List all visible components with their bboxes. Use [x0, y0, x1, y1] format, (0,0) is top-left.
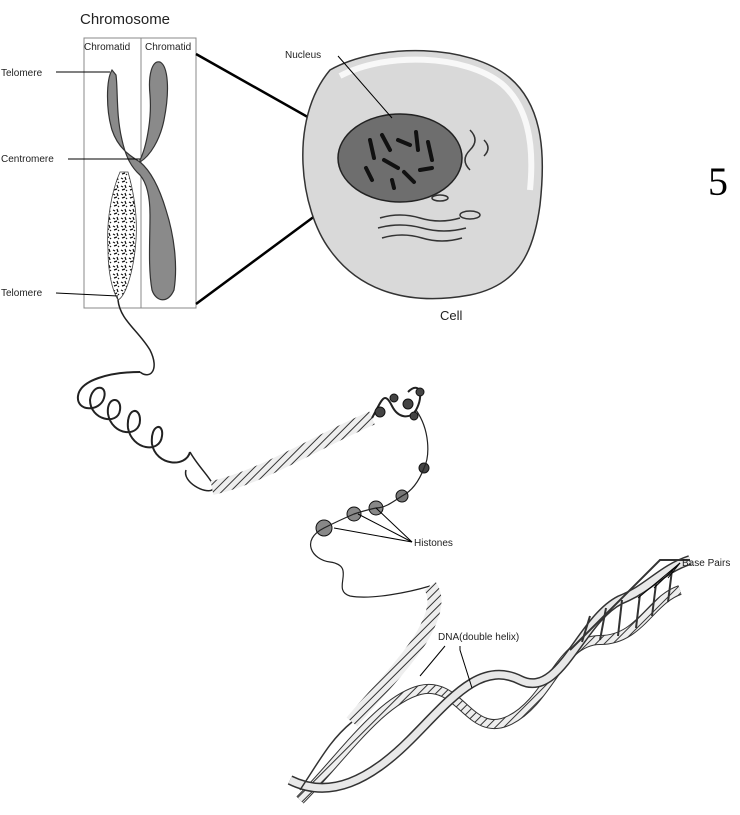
chromosome-panel: Chromosome Chromatid Chromatid Telomere …	[1, 11, 196, 308]
dna-leader-left	[420, 646, 445, 676]
cell-label: Cell	[440, 308, 463, 323]
chromatid-label-left: Chromatid	[84, 42, 130, 53]
chromatid-label-right: Chromatid	[145, 42, 191, 53]
histones-label: Histones	[414, 538, 453, 549]
nucleus	[338, 114, 462, 202]
nucleus-label: Nucleus	[285, 50, 321, 61]
nucleosomes	[316, 388, 429, 536]
chromosome-title: Chromosome	[80, 11, 170, 28]
dna-label: DNA(double helix)	[438, 632, 519, 643]
centromere-label: Centromere	[1, 154, 54, 165]
cell: Nucleus Cell	[285, 50, 542, 323]
base-pairs-label: Base Pairs	[682, 558, 730, 569]
chromatin-fiber	[78, 300, 435, 722]
telomere-bottom-leader	[56, 293, 118, 296]
slide-number: 5	[708, 158, 728, 205]
uncoiled-chromatid	[108, 172, 137, 300]
telomere-bottom-label: Telomere	[1, 288, 43, 299]
telomere-top-label: Telomere	[1, 68, 43, 79]
